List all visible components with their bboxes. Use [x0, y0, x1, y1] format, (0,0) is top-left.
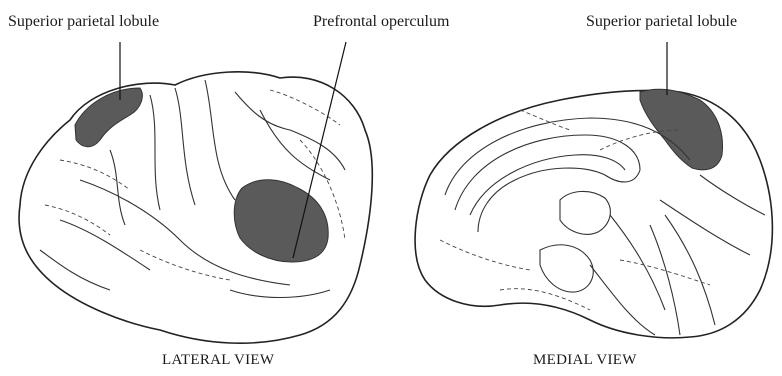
label-prefrontal-operculum: Prefrontal operculum [313, 14, 449, 30]
lateral-brain [19, 42, 372, 343]
medial-brain [415, 42, 772, 338]
caption-medial-view: MEDIAL VIEW [533, 353, 637, 368]
caption-lateral-view: LATERAL VIEW [162, 353, 274, 368]
label-lateral-superior-parietal-lobule: Superior parietal lobule [8, 14, 159, 30]
label-medial-superior-parietal-lobule: Superior parietal lobule [586, 14, 737, 30]
